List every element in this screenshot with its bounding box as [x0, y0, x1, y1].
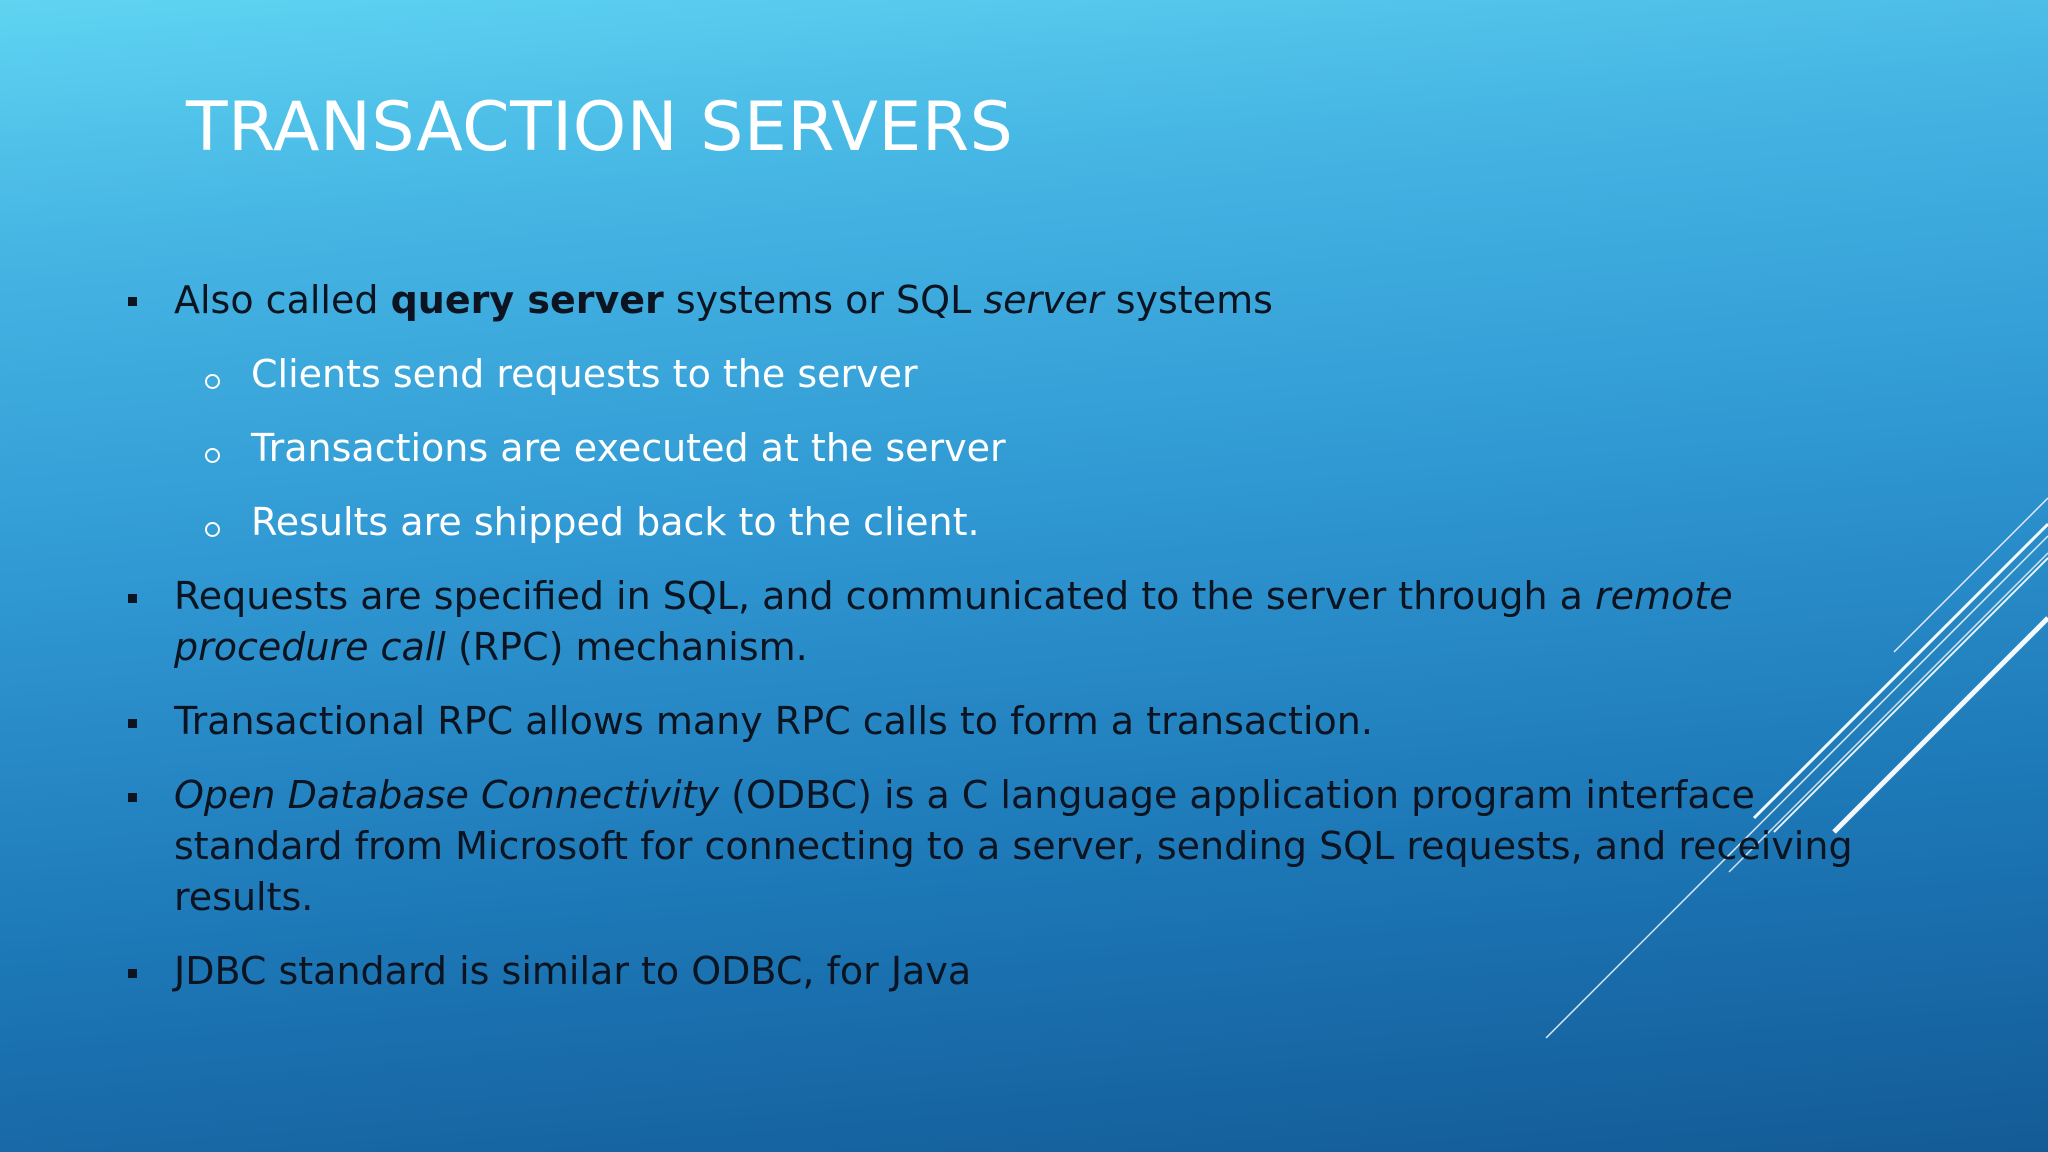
sub-bullet-marker — [205, 448, 220, 463]
bullet-item-line-2: procedure call (RPC) mechanism. — [174, 622, 808, 673]
bullet-item-line-1: Requests are specified in SQL, and commu… — [174, 571, 1733, 622]
bullet-text-bold: query server — [390, 278, 664, 322]
sub-bullet-marker — [205, 522, 220, 537]
bullet-marker — [128, 793, 137, 802]
bullet-text-italic: procedure call — [174, 625, 446, 669]
bullet-marker — [128, 969, 137, 978]
bullet-marker — [128, 297, 137, 306]
bullet-item-line-1: Open Database Connectivity (ODBC) is a C… — [174, 770, 1755, 821]
sub-bullet-marker — [205, 374, 220, 389]
bullet-text-italic: server — [983, 278, 1104, 322]
bullet-marker — [128, 719, 137, 728]
slide-title: TRANSACTION SERVERS — [186, 88, 1014, 167]
bullet-item-line-2: standard from Microsoft for connecting t… — [174, 824, 1853, 868]
bullet-text: (RPC) mechanism. — [445, 625, 808, 669]
bullet-text: systems — [1103, 278, 1273, 322]
bullet-item: Transactional RPC allows many RPC calls … — [174, 699, 1373, 743]
sub-bullet-item: Transactions are executed at the server — [251, 426, 1006, 470]
bullet-text: (ODBC) is a C language application progr… — [719, 773, 1755, 817]
sub-bullet-item: Results are shipped back to the client. — [251, 500, 980, 544]
bullet-item: Also called query server systems or SQL … — [174, 275, 1273, 326]
bullet-text-italic: remote — [1595, 574, 1733, 618]
bullet-marker — [128, 594, 137, 603]
bullet-item-line-3: results. — [174, 875, 314, 919]
bullet-text-italic: Open Database Connectivity — [174, 773, 720, 817]
bullet-text: systems or SQL — [663, 278, 984, 322]
bullet-text: Also called — [174, 278, 391, 322]
sub-bullet-item: Clients send requests to the server — [251, 352, 918, 396]
bullet-item: JDBC standard is similar to ODBC, for Ja… — [174, 949, 972, 993]
bullet-text: Requests are specified in SQL, and commu… — [174, 574, 1596, 618]
